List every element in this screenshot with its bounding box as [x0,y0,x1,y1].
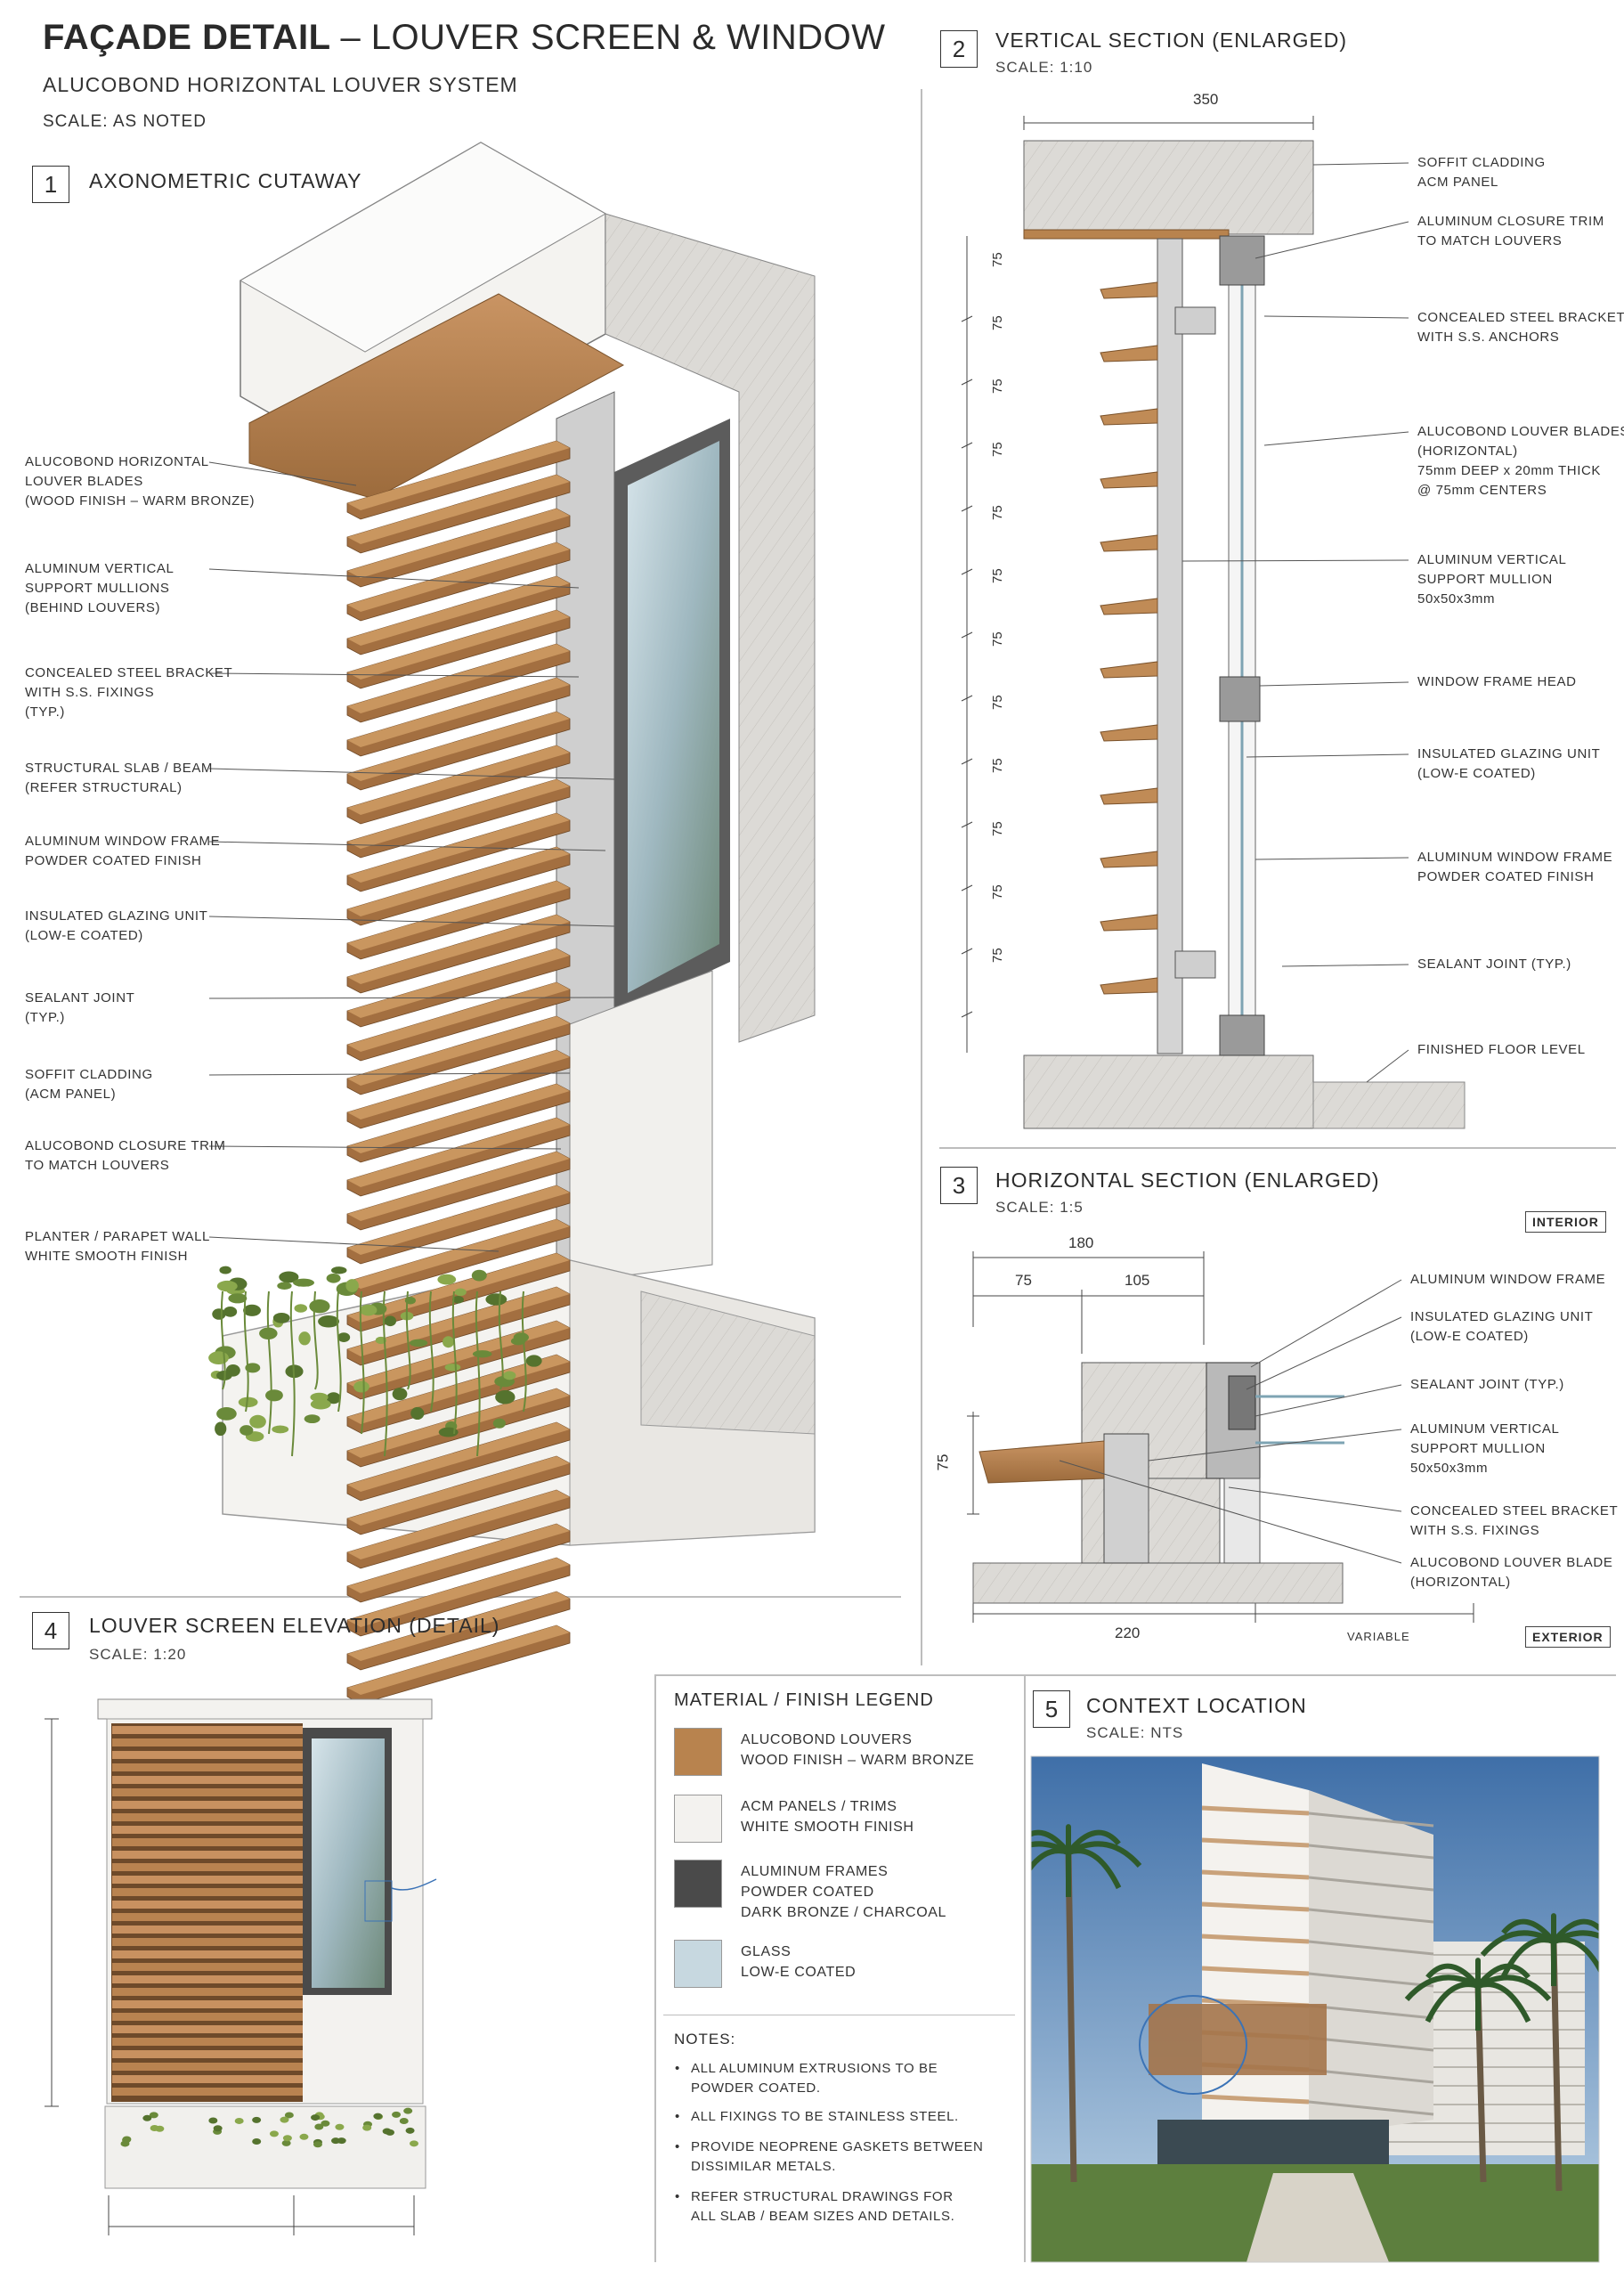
context-location-image [0,0,1624,2296]
